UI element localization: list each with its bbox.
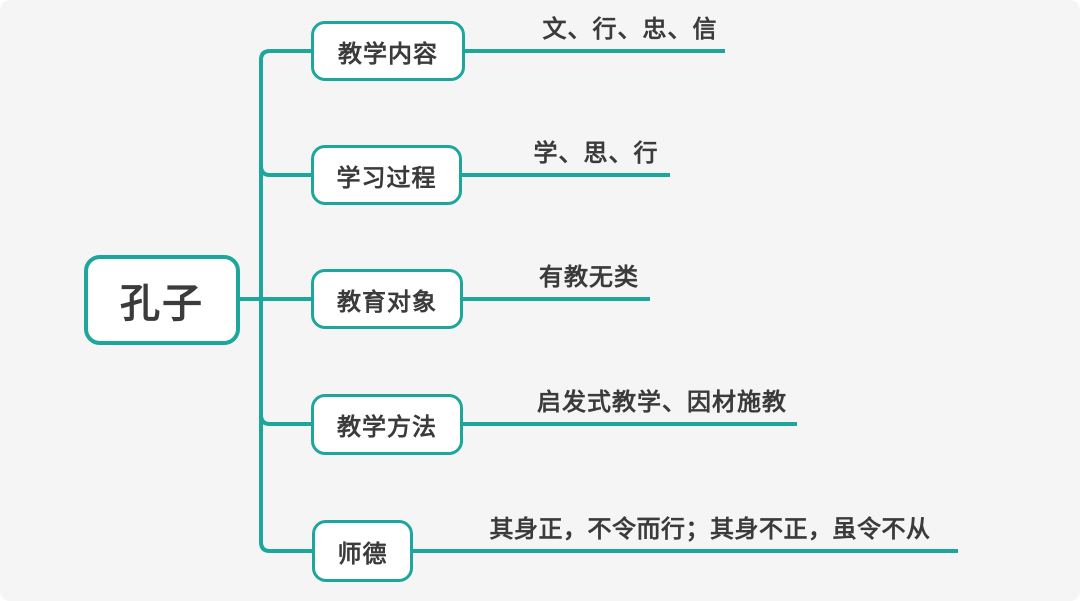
root-node-kongzi[interactable]: 孔子 (84, 255, 240, 345)
leaf-node-label: 学、思、行 (533, 140, 659, 167)
leaf-node-teaching-method-detail[interactable]: 启发式教学、因材施教 (487, 386, 837, 420)
branch-node-teacher-ethics[interactable]: 师德 (312, 520, 413, 582)
root-node-label: 孔子 (120, 282, 204, 326)
branch-node-label: 师德 (337, 540, 388, 568)
branch-node-teaching-content[interactable]: 教学内容 (311, 21, 465, 81)
branch-node-label: 学习过程 (336, 164, 437, 192)
leaf-node-teaching-content-detail[interactable]: 文、行、忠、信 (455, 13, 805, 47)
branch-node-label: 教学内容 (338, 40, 438, 68)
leaf-node-learning-process-detail[interactable]: 学、思、行 (421, 137, 771, 171)
branch-node-label: 教学方法 (337, 414, 437, 441)
branch-node-education-target[interactable]: 教育对象 (311, 269, 463, 329)
connector-branch2 (259, 165, 670, 177)
branch-node-teaching-method[interactable]: 教学方法 (311, 394, 463, 455)
connector-branch4 (259, 414, 797, 426)
leaf-node-teacher-ethics-detail[interactable]: 其身正，不令而行；其身不正，虽令不从 (460, 513, 960, 547)
leaf-node-education-target-detail[interactable]: 有教无类 (414, 261, 764, 295)
leaf-node-label: 有教无类 (539, 264, 639, 291)
branch-node-learning-process[interactable]: 学习过程 (311, 145, 462, 205)
branch-node-label: 教育对象 (337, 288, 437, 316)
leaf-node-label: 其身正，不令而行；其身不正，虽令不从 (489, 516, 931, 543)
leaf-node-label: 文、行、忠、信 (542, 16, 718, 43)
leaf-node-label: 启发式教学、因材施教 (537, 389, 787, 416)
